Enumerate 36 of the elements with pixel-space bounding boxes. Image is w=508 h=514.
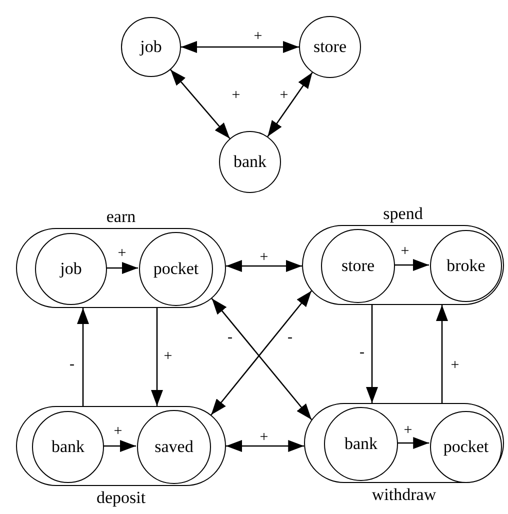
arrow	[366, 305, 378, 403]
state-circle	[321, 229, 395, 303]
node-label: bank	[51, 438, 85, 456]
group-heading: spend	[382, 205, 424, 223]
node-label: store	[313, 38, 347, 56]
node-label: broke	[446, 257, 486, 275]
arrow	[106, 262, 138, 274]
node-label: job	[140, 38, 162, 56]
arrow	[394, 259, 429, 271]
state-circle	[139, 232, 213, 306]
state-circle	[324, 407, 398, 481]
arrow	[103, 440, 136, 452]
group-heading: withdraw	[370, 486, 438, 504]
arrow	[181, 41, 299, 53]
state-circle	[35, 233, 107, 305]
arrow	[226, 440, 304, 452]
node-label: saved	[154, 438, 194, 456]
node-label: pocket	[153, 260, 199, 278]
group-heading: deposit	[95, 489, 147, 507]
node-label: bank	[233, 153, 267, 171]
node-label: store	[341, 257, 375, 275]
node-label: job	[60, 260, 82, 278]
arrow	[151, 308, 163, 406]
state-circle	[430, 230, 502, 302]
group-heading: earn	[105, 208, 137, 226]
state-circle	[430, 411, 502, 483]
arrow	[436, 305, 448, 403]
arrow	[170, 69, 230, 139]
state-circle	[32, 411, 104, 483]
arrow	[77, 308, 89, 406]
state-circle	[137, 410, 211, 484]
node-label: pocket	[443, 438, 489, 456]
arrow	[226, 260, 302, 272]
arrow	[397, 437, 430, 449]
arrow	[267, 72, 313, 137]
node-label: bank	[344, 435, 378, 453]
